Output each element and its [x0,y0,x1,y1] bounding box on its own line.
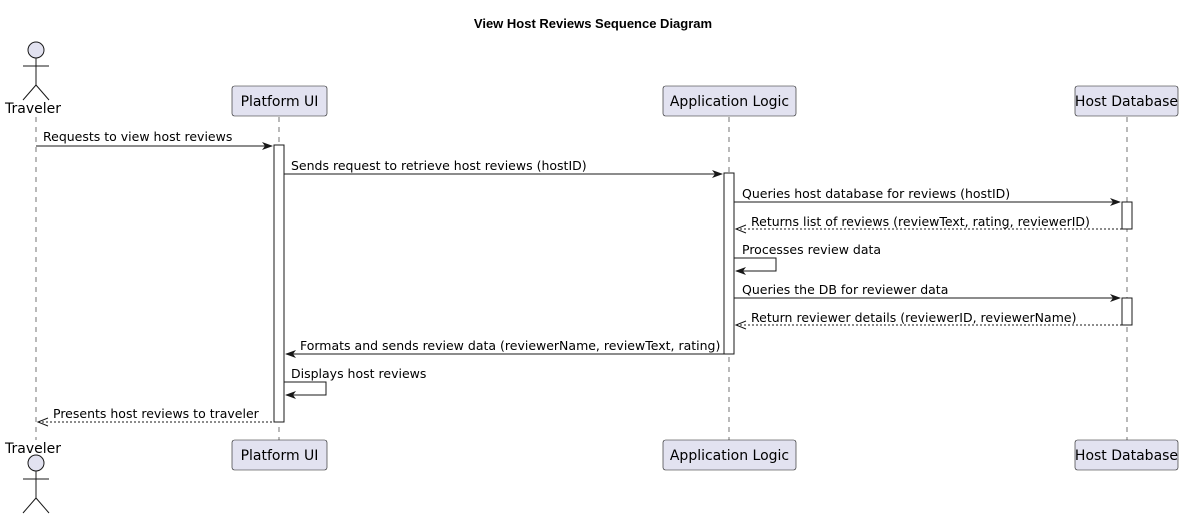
message-label: Queries the DB for reviewer data [742,282,948,297]
message-label: Presents host reviews to traveler [53,406,260,421]
message-send-request: Sends request to retrieve host reviews (… [284,158,723,178]
activation-host-db-1 [1121,201,1133,230]
message-label: Processes review data [742,242,881,257]
message-label: Return reviewer details (reviewerID, rev… [751,310,1076,325]
arrow-head-icon [734,224,747,234]
message-label: Requests to view host reviews [43,129,232,144]
activation-host-db-2 [1121,297,1133,326]
participant-host-db-top: Host Database [1074,85,1179,117]
arrow-head-icon [734,320,747,330]
arrow-head-icon [285,391,296,399]
participant-platform-ui-top: Platform UI [231,85,328,117]
arrow-head-icon [262,142,273,150]
activation-app-logic [723,172,735,355]
arrow-head-icon [36,417,49,427]
message-query-reviewer: Queries the DB for reviewer data [734,282,1121,302]
participant-host-db-bottom: Host Database [1074,439,1179,471]
participant-label: Host Database [1075,94,1178,110]
message-label: Formats and sends review data (reviewerN… [300,338,720,353]
message-return-reviews: Returns list of reviews (reviewText, rat… [734,214,1122,234]
actor-head-icon [27,454,45,472]
arrow-head-icon [1110,198,1121,206]
participant-label: Application Logic [670,94,789,110]
arrow-head-icon [285,350,296,358]
actor-traveler-bottom: Traveler [4,441,61,514]
participant-app-logic-bottom: Application Logic [662,439,797,471]
arrow-head-icon [712,170,723,178]
message-display-reviews: Displays host reviews [284,366,426,399]
arrow-head-icon [1110,294,1121,302]
message-label: Displays host reviews [291,366,426,381]
participant-platform-ui-bottom: Platform UI [231,439,328,471]
message-process-review-data: Processes review data [734,242,881,275]
message-label: Queries host database for reviews (hostI… [742,186,1010,201]
arrow-head-icon [735,267,746,275]
actor-label-traveler-top: Traveler [4,101,61,117]
participant-label: Host Database [1075,448,1178,464]
activation-platform-ui [273,144,285,423]
message-label: Sends request to retrieve host reviews (… [291,158,587,173]
message-format-send: Formats and sends review data (reviewerN… [285,338,724,358]
actor-label-traveler-bottom: Traveler [4,441,61,457]
message-return-reviewer: Return reviewer details (reviewerID, rev… [734,310,1122,330]
message-present-reviews: Presents host reviews to traveler [36,406,274,427]
actor-head-icon [27,41,45,59]
message-query-reviews: Queries host database for reviews (hostI… [734,186,1121,206]
participant-label: Application Logic [670,448,789,464]
message-label: Returns list of reviews (reviewText, rat… [751,214,1090,229]
diagram-title: View Host Reviews Sequence Diagram [474,16,712,31]
message-request-view-reviews: Requests to view host reviews [36,129,273,150]
participant-label: Platform UI [241,94,319,110]
participant-label: Platform UI [241,448,319,464]
participant-app-logic-top: Application Logic [662,85,797,117]
actor-traveler-top: Traveler [4,41,61,117]
